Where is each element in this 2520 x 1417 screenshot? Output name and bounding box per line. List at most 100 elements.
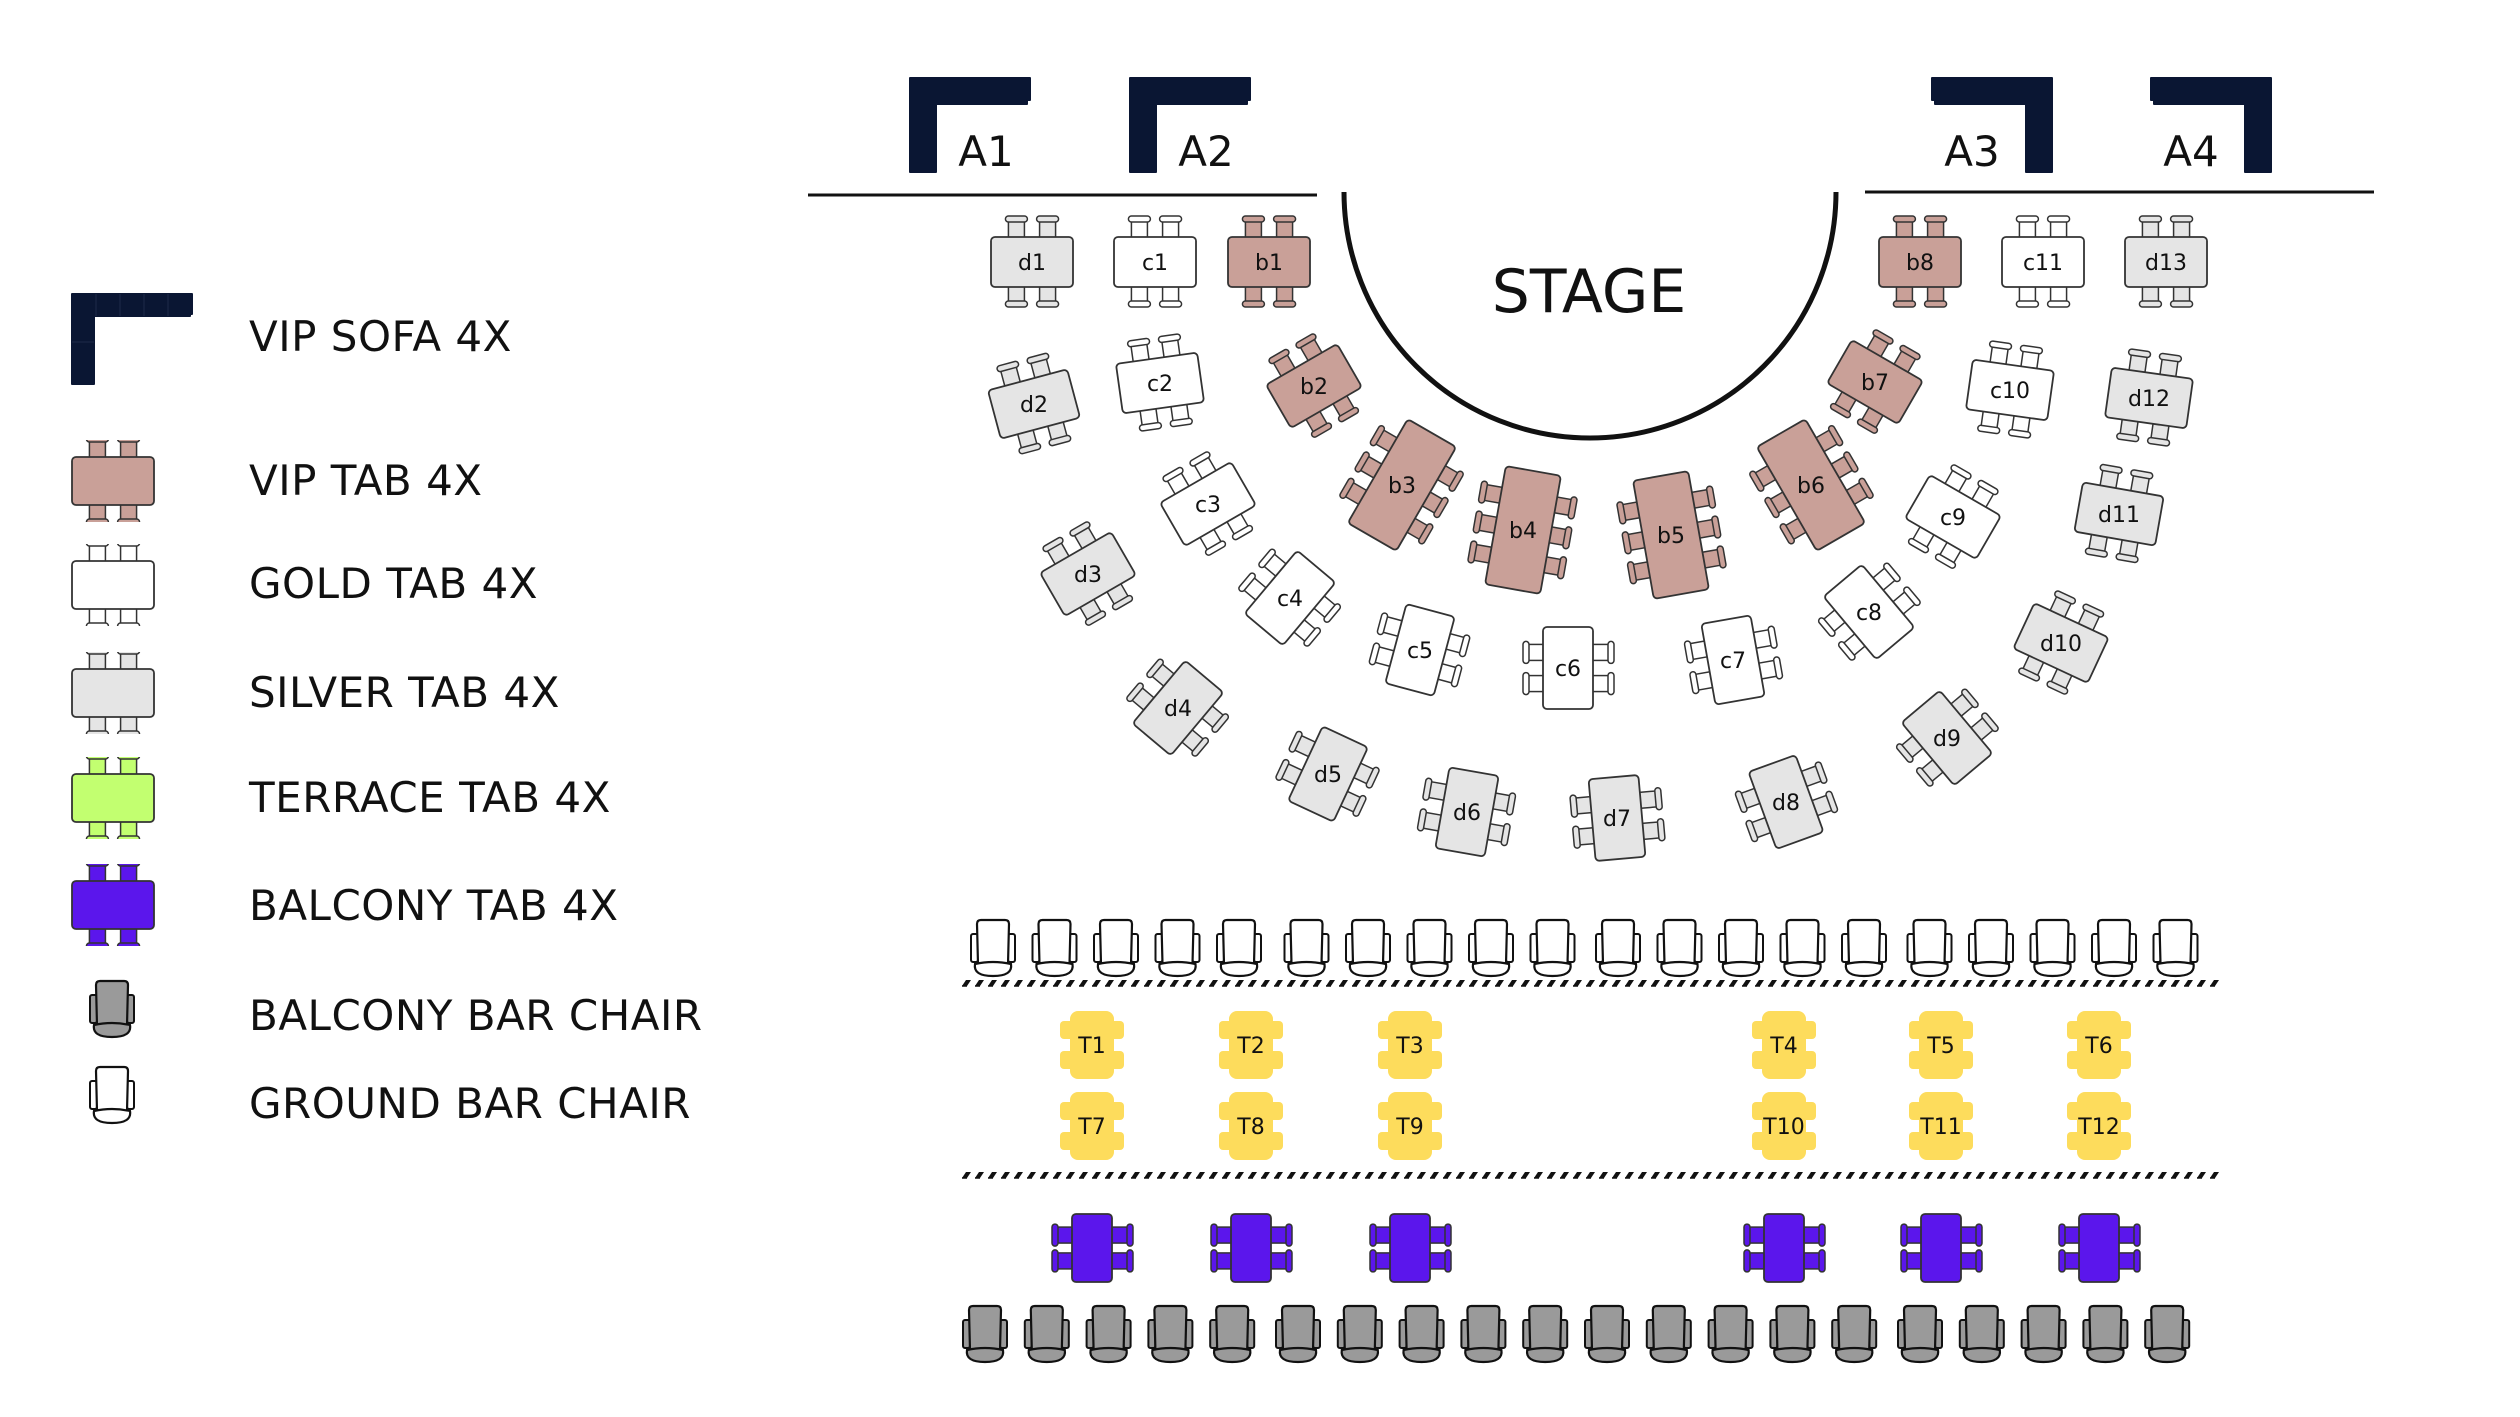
balcony-bar-chair[interactable]: [1398, 1304, 1445, 1364]
table-d6[interactable]: [1415, 764, 1519, 861]
table-d12[interactable]: [2102, 347, 2196, 449]
table-c9[interactable]: [1895, 457, 2012, 577]
balcony-bar-chair[interactable]: [1707, 1304, 1754, 1364]
ground-bar-chair[interactable]: [1468, 918, 1514, 978]
balcony-bar-chair[interactable]: [1645, 1304, 1692, 1364]
terrace-table-T2[interactable]: T2: [1219, 1011, 1283, 1079]
balcony-bar-chair[interactable]: [1085, 1304, 1132, 1364]
table-d4[interactable]: [1116, 647, 1238, 768]
table-c6[interactable]: [1522, 626, 1615, 710]
balcony-bar-chair[interactable]: [2082, 1304, 2129, 1364]
balcony-table[interactable]: [1369, 1213, 1452, 1283]
balcony-bar-chair[interactable]: [1584, 1304, 1630, 1364]
table-label: d2: [1020, 393, 1048, 418]
terrace-table-T5[interactable]: T5: [1909, 1011, 1973, 1079]
balcony-table[interactable]: [1900, 1213, 1983, 1283]
balcony-bar-chair[interactable]: [1336, 1304, 1383, 1364]
table-c5[interactable]: [1365, 598, 1474, 701]
terrace-table-T4[interactable]: T4: [1752, 1011, 1816, 1079]
table-b1[interactable]: [1227, 215, 1311, 308]
ground-bar-chair[interactable]: [1968, 918, 2014, 978]
table-d3[interactable]: [1029, 514, 1146, 634]
table-c11[interactable]: [2001, 215, 2085, 308]
table-d9[interactable]: [1886, 677, 2008, 798]
balcony-bar-chair[interactable]: [1460, 1304, 1507, 1364]
ground-bar-chair[interactable]: [1093, 918, 1139, 978]
balcony-table[interactable]: [2058, 1213, 2141, 1283]
terrace-table-T7[interactable]: T7: [1060, 1092, 1124, 1160]
ground-bar-chair[interactable]: [1718, 918, 1764, 978]
terrace-table-T6[interactable]: T6: [2067, 1011, 2131, 1079]
table-b8[interactable]: [1878, 215, 1962, 308]
balcony-bar-chair[interactable]: [1831, 1304, 1878, 1364]
balcony-table[interactable]: [1743, 1213, 1826, 1283]
balcony-table[interactable]: [1210, 1213, 1293, 1283]
table-c1[interactable]: [1113, 215, 1197, 308]
balcony-bar-chair[interactable]: [962, 1304, 1008, 1364]
ground-bar-chair[interactable]: [970, 918, 1016, 978]
table-b6[interactable]: [1739, 409, 1883, 561]
table-c2[interactable]: [1113, 332, 1207, 434]
balcony-bar-chair[interactable]: [1958, 1304, 2005, 1364]
balcony-bar-chair[interactable]: [1209, 1304, 1256, 1364]
vip-sofa[interactable]: A3: [1931, 77, 2053, 176]
balcony-bar-chair[interactable]: [2020, 1304, 2067, 1364]
table-c10[interactable]: [1963, 339, 2057, 441]
table-d10[interactable]: [2005, 584, 2118, 701]
balcony-bar-chair[interactable]: [1769, 1304, 1816, 1364]
ground-bar-chair[interactable]: [2091, 918, 2137, 978]
terrace-table-T3[interactable]: T3: [1378, 1011, 1442, 1079]
ground-bar-chair[interactable]: [1841, 918, 1887, 978]
balcony-bar-chair[interactable]: [1522, 1304, 1569, 1364]
balcony-bar-chair[interactable]: [1023, 1304, 1070, 1364]
ground-bar-chair[interactable]: [2029, 918, 2076, 978]
terrace-table-T9[interactable]: T9: [1378, 1092, 1442, 1160]
table-d7[interactable]: [1569, 773, 1667, 863]
table-c3[interactable]: [1149, 444, 1266, 564]
table-b7[interactable]: [1817, 322, 1934, 442]
ground-bar-chair[interactable]: [1216, 918, 1262, 978]
sofa-label: A3: [1944, 127, 1999, 176]
vip-sofa[interactable]: A4: [2150, 77, 2272, 176]
ground-bar-chair[interactable]: [1031, 918, 1078, 978]
terrace-table-T1[interactable]: T1: [1060, 1011, 1124, 1079]
balcony-table[interactable]: [1051, 1213, 1134, 1283]
terrace-table-T12[interactable]: T12: [2067, 1092, 2131, 1160]
ground-bar-chair[interactable]: [1529, 918, 1576, 978]
ground-bar-chair[interactable]: [1656, 918, 1703, 978]
table-b4[interactable]: [1464, 462, 1580, 597]
table-d1[interactable]: [990, 215, 1074, 308]
table-b2[interactable]: [1255, 326, 1372, 446]
vip-sofa[interactable]: A1: [909, 77, 1031, 176]
terrace-table-label: T8: [1236, 1115, 1264, 1140]
table-d2[interactable]: [982, 349, 1085, 458]
balcony-bar-chair[interactable]: [1897, 1304, 1943, 1364]
table-d5[interactable]: [1269, 717, 1386, 830]
ground-bar-chair[interactable]: [1345, 918, 1391, 978]
ground-bar-chair[interactable]: [1154, 918, 1201, 978]
table-b5[interactable]: [1613, 467, 1729, 602]
ground-bar-chair[interactable]: [2152, 918, 2199, 978]
ground-bar-chair[interactable]: [1283, 918, 1330, 978]
table-c4[interactable]: [1228, 537, 1350, 658]
balcony-bar-chair[interactable]: [2144, 1304, 2191, 1364]
table-c8[interactable]: [1808, 551, 1930, 672]
terrace-table-T11[interactable]: T11: [1909, 1092, 1973, 1160]
table-d8[interactable]: [1730, 748, 1844, 856]
balcony-bar-chair[interactable]: [1147, 1304, 1194, 1364]
terrace-table-T8[interactable]: T8: [1219, 1092, 1283, 1160]
table-b3[interactable]: [1330, 409, 1474, 561]
balcony-bar-chair[interactable]: [1275, 1304, 1321, 1364]
sofa-label: A4: [2163, 127, 2218, 176]
ground-bar-chair[interactable]: [1906, 918, 1953, 978]
terrace-table-label: T10: [1762, 1115, 1804, 1140]
ground-bar-chair[interactable]: [1406, 918, 1453, 978]
vip-sofa[interactable]: A2: [1129, 77, 1251, 176]
table-d11[interactable]: [2071, 462, 2168, 566]
ground-bar-chair[interactable]: [1595, 918, 1641, 978]
ground-bar-chair[interactable]: [1779, 918, 1826, 978]
table-d13[interactable]: [2124, 215, 2208, 308]
table-c7[interactable]: [1682, 612, 1786, 709]
terrace-table-T10[interactable]: T10: [1752, 1092, 1816, 1160]
